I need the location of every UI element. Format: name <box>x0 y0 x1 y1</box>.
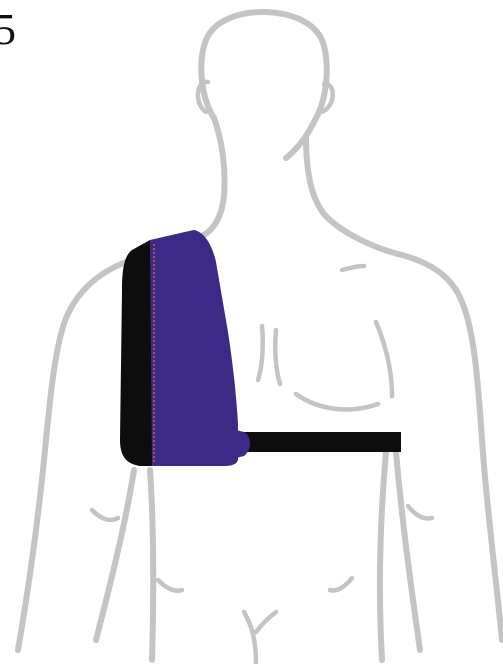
figure-number-label: 5 <box>0 8 16 52</box>
abdomen-left <box>158 580 182 591</box>
pectoral-lower-curve <box>296 394 378 409</box>
left-inner-arm <box>96 470 134 640</box>
neck-right <box>306 136 398 254</box>
torso-left-side <box>150 470 153 660</box>
torso-right-side <box>380 452 386 660</box>
right-pectoral <box>376 322 392 396</box>
brace-strap <box>238 432 401 452</box>
right-inner-arm <box>396 452 420 650</box>
elbow-left <box>92 510 118 520</box>
elbow-right <box>408 506 432 519</box>
body-outline <box>18 12 502 664</box>
neck-left <box>202 118 225 236</box>
navel-line <box>244 612 276 664</box>
collarbone-right <box>342 266 364 270</box>
sternum-line-left <box>258 326 263 380</box>
sternum-line-right <box>275 330 280 384</box>
abdomen-right <box>330 578 352 591</box>
brace-front-panel <box>150 230 238 466</box>
